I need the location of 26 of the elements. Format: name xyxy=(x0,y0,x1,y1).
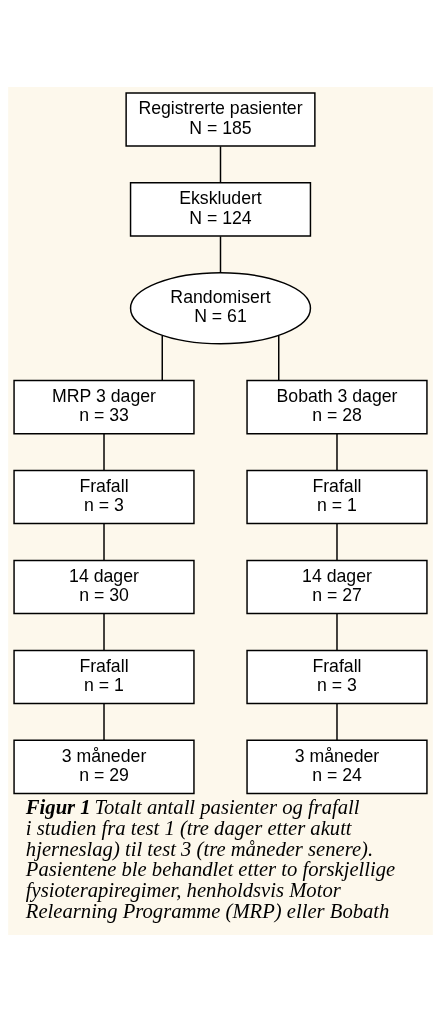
connector xyxy=(219,145,222,184)
node-box: Frafall n = 1 xyxy=(13,649,195,705)
node-box: Bobath 3 dager n = 28 xyxy=(246,379,428,435)
connector xyxy=(219,235,222,274)
node-box: Frafall n = 3 xyxy=(13,469,195,525)
node-box: MRP 3 dager n = 33 xyxy=(13,379,195,435)
caption: Figur 1 Totalt antall pasienter og frafall i studien fra test 1 (tre dager etter akutt hjerneslag) til test 3 (tre måneder senere). Pasientene ble behandlet etter to forskjellige fysioterapiregimer, henholdsvis Motor Relearning Programme (MRP) eller Bobath xyxy=(25,796,396,922)
connector xyxy=(161,335,163,382)
node-box: Ekskludert N = 124 xyxy=(129,182,312,237)
node-box: 14 dager n = 30 xyxy=(13,559,195,615)
connector xyxy=(336,703,338,741)
connector xyxy=(336,613,338,651)
node-box: 3 måneder n = 29 xyxy=(13,739,195,795)
connector xyxy=(336,433,338,471)
connector xyxy=(103,613,105,651)
connector xyxy=(103,703,105,741)
node-box: 14 dager n = 27 xyxy=(246,559,428,615)
connector xyxy=(336,523,338,561)
node-ellipse: Randomisert N = 61 xyxy=(129,272,312,345)
connector xyxy=(103,523,105,561)
node-box: Frafall n = 1 xyxy=(246,469,428,525)
connector xyxy=(278,335,280,382)
node-box: Frafall n = 3 xyxy=(246,649,428,705)
node-box: Registrerte pasienter N = 185 xyxy=(125,92,316,147)
connector xyxy=(103,433,105,471)
node-box: 3 måneder n = 24 xyxy=(246,739,428,795)
